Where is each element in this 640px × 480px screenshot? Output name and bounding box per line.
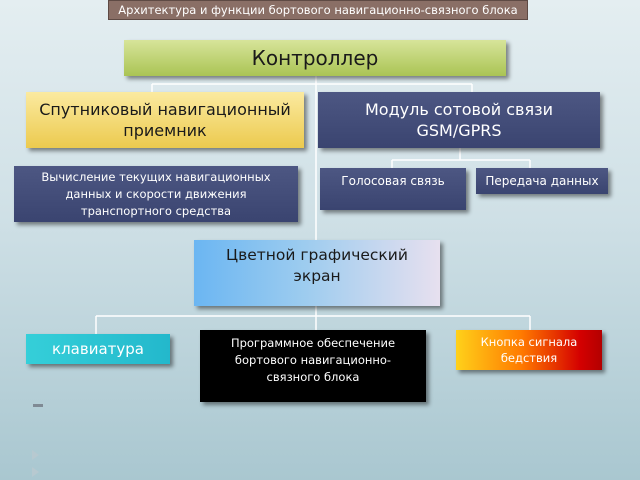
voice-label: Голосовая связь bbox=[341, 174, 445, 188]
voice-box: Голосовая связь bbox=[320, 168, 466, 210]
software-box: Программное обеспечение бортового навига… bbox=[200, 330, 426, 402]
slide-nav-dash bbox=[33, 404, 43, 407]
navigation-compute-box: Вычисление текущих навигационных данных … bbox=[14, 166, 298, 222]
color-screen-box: Цветной графический экран bbox=[194, 240, 440, 306]
slide-title: Архитектура и функции бортового навигаци… bbox=[108, 0, 528, 20]
keyboard-label: клавиатура bbox=[52, 340, 144, 358]
color-screen-label: Цветной графический экран bbox=[226, 246, 408, 285]
navigation-compute-label: Вычисление текущих навигационных данных … bbox=[41, 169, 271, 218]
gsm-module-box: Модуль сотовой связи GSM/GPRS bbox=[318, 92, 600, 148]
alarm-button-label: Кнопка сигнала бедствия bbox=[480, 335, 578, 365]
slide-nav-arrow-icon[interactable] bbox=[32, 467, 39, 477]
gsm-module-label: Модуль сотовой связи GSM/GPRS bbox=[364, 100, 554, 140]
slide-nav-arrow-icon[interactable] bbox=[32, 450, 39, 460]
data-transfer-label: Передача данных bbox=[485, 174, 599, 188]
satellite-receiver-box: Спутниковый навигационный приемник bbox=[26, 92, 304, 148]
data-transfer-box: Передача данных bbox=[476, 168, 608, 194]
keyboard-box: клавиатура bbox=[26, 334, 170, 364]
alarm-button-box: Кнопка сигнала бедствия bbox=[456, 330, 602, 370]
controller-label: Контроллер bbox=[251, 46, 379, 70]
controller-box: Контроллер bbox=[124, 40, 506, 76]
software-label: Программное обеспечение бортового навига… bbox=[230, 336, 396, 384]
satellite-receiver-label: Спутниковый навигационный приемник bbox=[39, 100, 291, 140]
